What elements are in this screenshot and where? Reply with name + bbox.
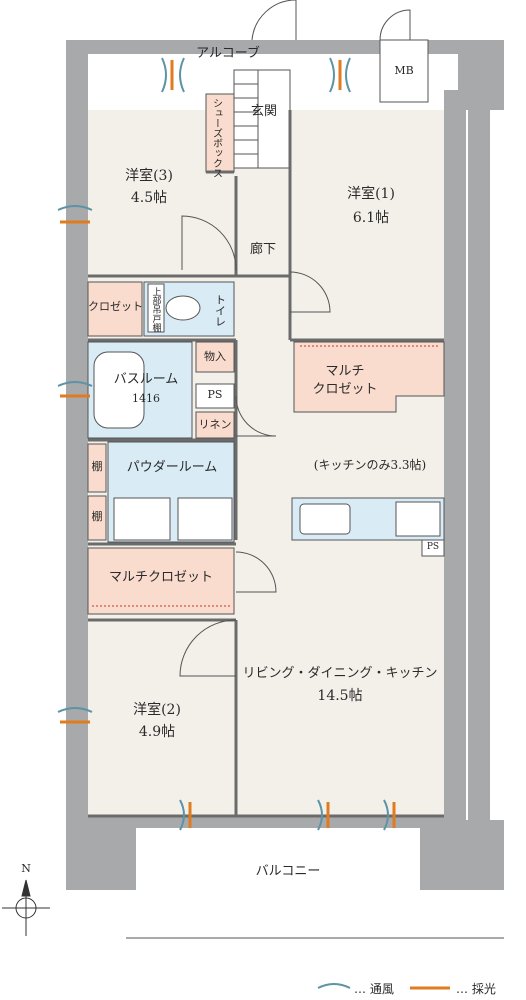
ps1-label: PS xyxy=(207,388,223,401)
yoshitsu1-size: 6.1帖 xyxy=(352,210,390,226)
compass-icon xyxy=(2,879,50,936)
wind-markers xyxy=(57,57,389,831)
multi-closet1-line1: マルチ xyxy=(325,364,365,379)
ldk-size: 14.5帖 xyxy=(317,688,363,704)
interior-walls xyxy=(88,110,444,818)
multi-closet2-label: マルチクロゼット xyxy=(108,570,213,585)
tana-1-area xyxy=(87,443,107,493)
ps2-label: PS xyxy=(426,542,440,552)
kitchen-only-label: (キッチンのみ3.3帖) xyxy=(313,458,427,472)
genkan-stairs xyxy=(233,69,291,169)
shoe-box-label: シューズボックス xyxy=(210,98,222,178)
ldk-name: リビング・ダイニング・キッチン xyxy=(242,666,438,681)
balcony-label: バルコニー xyxy=(255,864,321,879)
joubu-todana-label: 上部吊戸棚 xyxy=(150,286,161,332)
yoshitsu3-size: 4.5帖 xyxy=(130,190,168,206)
compass-north-label: N xyxy=(21,862,31,875)
mb-label: MB xyxy=(394,64,414,77)
toilet-label: トイレ xyxy=(213,293,227,327)
washer-icon xyxy=(113,497,171,541)
yoshitsu2-size: 4.9帖 xyxy=(138,724,176,740)
legend-light-label: … 採光 xyxy=(456,982,496,996)
multi-closet-1-area xyxy=(293,341,445,413)
genkan-label: 玄関 xyxy=(250,104,277,119)
yoshitsu3-name: 洋室(3) xyxy=(125,168,173,184)
multi-closet1-line2: クロゼット xyxy=(312,382,378,397)
light-markers xyxy=(60,60,396,828)
legend-wind-icon xyxy=(317,983,351,989)
yoshitsu2-name: 洋室(2) xyxy=(133,702,181,718)
toilet-bowl-icon xyxy=(165,295,201,321)
mb-door-swing xyxy=(379,9,411,41)
bathtub-icon xyxy=(93,351,145,429)
ps-box-2 xyxy=(421,539,445,557)
balcony-area xyxy=(136,828,420,884)
monoire-area xyxy=(195,341,235,373)
powder-room-label: パウダールーム xyxy=(126,460,218,475)
ps-box-1 xyxy=(195,383,235,409)
front-door-swing xyxy=(251,0,296,41)
linen-label: リネン xyxy=(198,418,232,431)
yoshitsu1-name: 洋室(1) xyxy=(347,186,395,202)
stove-icon xyxy=(395,501,441,537)
bathroom-size: 1416 xyxy=(132,392,160,405)
tana2-label: 棚 xyxy=(91,510,103,523)
outer-walls xyxy=(66,40,504,890)
bathroom-name: バスルーム xyxy=(113,372,179,387)
shoe-box-area xyxy=(205,93,235,173)
monoire-label: 物入 xyxy=(204,350,226,363)
closet-area xyxy=(87,281,143,337)
linen-area xyxy=(195,411,235,439)
closet-label: クロゼット xyxy=(88,300,143,313)
rouka-label: 廊下 xyxy=(249,242,276,257)
alcove-label: アルコーブ xyxy=(196,46,260,61)
tana1-label: 棚 xyxy=(91,460,103,473)
sink-icon xyxy=(177,497,233,541)
door-swings xyxy=(179,215,331,677)
mb-box xyxy=(379,39,429,103)
legend-wind-label: … 通風 xyxy=(354,982,394,996)
multi-closet-2-area xyxy=(87,547,235,615)
kitchen-sink-icon xyxy=(299,503,351,535)
tana-2-area xyxy=(87,495,107,541)
